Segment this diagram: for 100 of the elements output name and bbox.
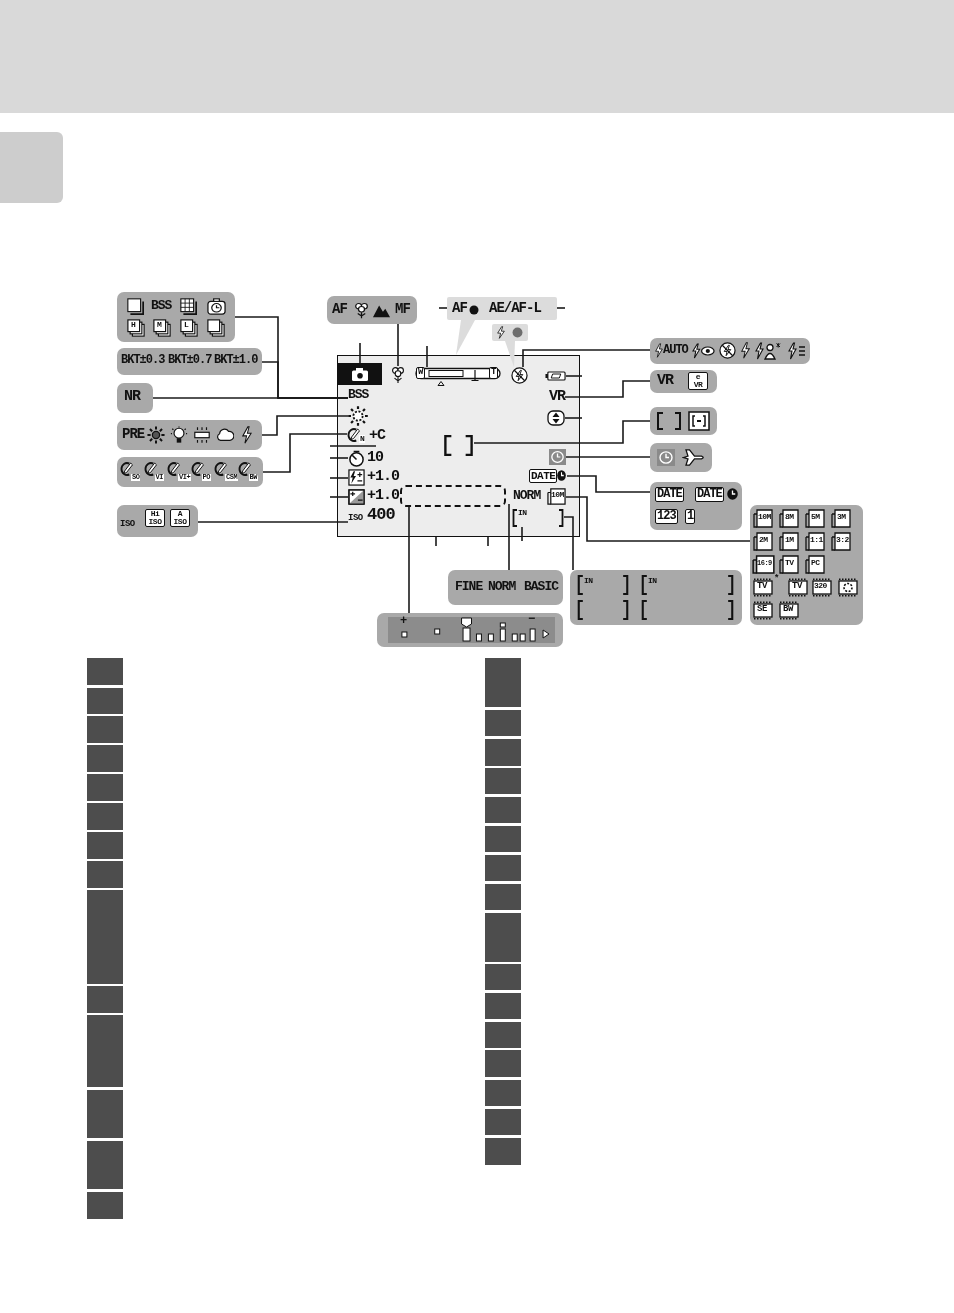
memory-label: IN bbox=[518, 509, 527, 518]
option-panel bbox=[650, 407, 717, 435]
leader-line bbox=[426, 345, 428, 368]
memory-label: IN bbox=[648, 577, 657, 586]
date-label: DATE bbox=[695, 487, 724, 503]
leader-line bbox=[564, 417, 583, 419]
vr-label: VR bbox=[549, 389, 565, 406]
leader-line bbox=[566, 475, 651, 493]
iso-label: ISO bbox=[120, 520, 135, 530]
battery-icon bbox=[545, 371, 566, 381]
leader-line bbox=[521, 526, 523, 542]
option-panel bbox=[650, 338, 810, 364]
size-label: 1:1 bbox=[810, 536, 823, 545]
leader-line bbox=[261, 415, 349, 436]
quality-label: NORM bbox=[488, 580, 516, 595]
iso-label: A ISO bbox=[170, 509, 190, 527]
leader-line bbox=[435, 536, 437, 547]
option-panel bbox=[570, 570, 742, 625]
vr-label: VR bbox=[657, 373, 673, 390]
leader-line bbox=[408, 506, 410, 614]
leader-line bbox=[329, 496, 349, 498]
leader-line bbox=[508, 503, 510, 571]
option-panel bbox=[750, 505, 863, 625]
size-label: TV bbox=[785, 559, 794, 568]
leader-line bbox=[565, 496, 751, 542]
mode-label: BSS bbox=[348, 388, 369, 403]
option-panel bbox=[650, 370, 717, 393]
leader-line bbox=[565, 456, 651, 458]
leader-line bbox=[473, 420, 651, 444]
indicator-label: AE/AF-L bbox=[489, 301, 541, 317]
size-label: 1M bbox=[785, 536, 794, 545]
iso-label: 400 bbox=[367, 506, 395, 525]
size-label: 3:2 bbox=[836, 536, 849, 545]
leader-line bbox=[262, 433, 348, 473]
vr-label: e VR bbox=[688, 372, 708, 390]
focus-label: MF bbox=[395, 302, 410, 318]
option-panel bbox=[327, 296, 417, 324]
indicator-label: +C bbox=[369, 428, 385, 445]
size-label: * bbox=[774, 575, 779, 585]
leader-line bbox=[522, 349, 651, 368]
sun-icon bbox=[348, 406, 368, 426]
leader-line bbox=[565, 375, 583, 377]
flash-label: AUTO bbox=[663, 344, 688, 358]
size-label: PC bbox=[811, 559, 820, 568]
scale-label: + bbox=[400, 615, 407, 629]
quality-label: NORM bbox=[513, 489, 541, 504]
bracket-pair-icon bbox=[443, 435, 474, 456]
size-label: TV bbox=[792, 582, 802, 592]
leader-line bbox=[359, 342, 361, 364]
option-panel bbox=[117, 457, 263, 487]
clock-icon bbox=[549, 449, 566, 465]
timer-value: 10 bbox=[367, 450, 383, 467]
option-panel bbox=[650, 482, 742, 530]
callout-pointer bbox=[505, 341, 515, 367]
zoom-label: T bbox=[489, 367, 498, 379]
bracketing-label: BKT±1.0 bbox=[214, 354, 258, 368]
leader-line bbox=[329, 445, 377, 447]
leader-line bbox=[556, 307, 566, 309]
mode-label: H bbox=[131, 321, 136, 330]
monitor-screen bbox=[337, 355, 580, 537]
date-label: 123 bbox=[655, 509, 678, 525]
leader-line bbox=[329, 477, 349, 479]
leader-line bbox=[563, 516, 574, 571]
size-label: 3M bbox=[837, 513, 846, 522]
option-panel bbox=[650, 443, 712, 472]
option-panel bbox=[117, 292, 235, 342]
option-panel bbox=[117, 348, 262, 375]
iso-label: Hi ISO bbox=[145, 509, 165, 527]
nr-label: NR bbox=[124, 389, 140, 406]
leader-line bbox=[152, 397, 349, 399]
leader-line bbox=[397, 323, 399, 367]
iso-label: ISO bbox=[348, 514, 363, 524]
arrows-icon bbox=[547, 410, 565, 426]
focus-label: AF bbox=[332, 302, 347, 318]
option-panel bbox=[448, 570, 563, 605]
size-label: 8M bbox=[785, 513, 794, 522]
size-label: 10M bbox=[551, 491, 564, 500]
size-label: BW bbox=[783, 605, 793, 615]
mode-label: M bbox=[157, 321, 162, 330]
option-panel bbox=[117, 383, 153, 413]
date-label: DATE bbox=[655, 487, 684, 503]
dashed-frame bbox=[400, 485, 506, 507]
mode-label: BSS bbox=[151, 299, 172, 314]
value-label: +1.0 bbox=[367, 469, 399, 486]
size-label: 10M bbox=[758, 513, 771, 522]
flash-off-icon bbox=[511, 367, 528, 384]
size-label: TV bbox=[757, 582, 767, 592]
leader-line bbox=[329, 457, 349, 459]
leader-line bbox=[564, 380, 651, 398]
quality-label: BASIC bbox=[524, 580, 558, 595]
zoom-label: W bbox=[416, 367, 425, 379]
leader-line bbox=[438, 307, 448, 309]
option-panel bbox=[117, 505, 198, 537]
scale-label: − bbox=[528, 613, 535, 627]
value-label: +1.0 bbox=[367, 488, 399, 505]
subscript-label: N bbox=[359, 435, 366, 443]
wb-label: PRE bbox=[122, 427, 145, 443]
flower-icon bbox=[391, 366, 405, 384]
option-panel bbox=[117, 420, 262, 450]
quality-label: FINE bbox=[455, 580, 483, 595]
